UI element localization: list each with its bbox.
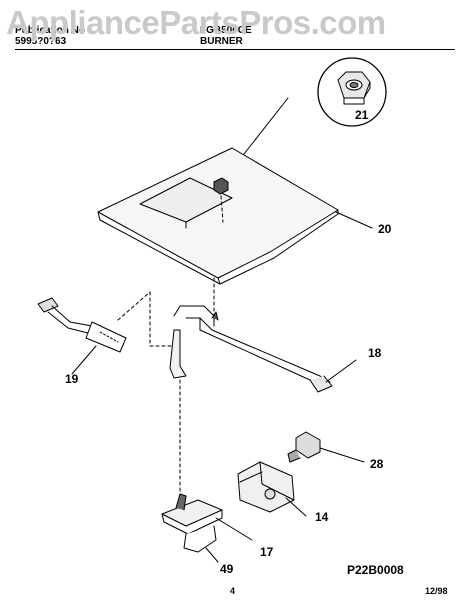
burner-baffle — [97, 147, 373, 285]
valve — [237, 461, 307, 517]
oven-burner — [169, 305, 357, 393]
page-number: 4 — [230, 586, 236, 596]
callout-21: 21 — [355, 108, 369, 122]
callout-28: 28 — [370, 457, 384, 471]
header-rule — [15, 49, 455, 50]
callout-17: 17 — [260, 545, 274, 559]
orifice — [287, 431, 365, 463]
publication-label: Publication No — [15, 25, 85, 36]
alignment-lines — [117, 277, 215, 501]
publication-number: 5995?0?63 — [15, 36, 67, 47]
diagram-code: P22B0008 — [347, 563, 404, 577]
callout-19: 19 — [65, 372, 79, 386]
watermark: AppliancePartsPros.com — [6, 4, 386, 41]
callout-14: 14 — [315, 510, 329, 524]
section-title: BURNER — [200, 36, 243, 47]
igniter — [37, 297, 127, 375]
callout-20: 20 — [378, 222, 392, 236]
model-number: FGB500CE — [200, 25, 252, 36]
callout-18: 18 — [368, 346, 382, 360]
bracket — [161, 493, 253, 563]
callout-49: 49 — [220, 562, 234, 576]
revision-date: 12/98 — [425, 586, 448, 596]
